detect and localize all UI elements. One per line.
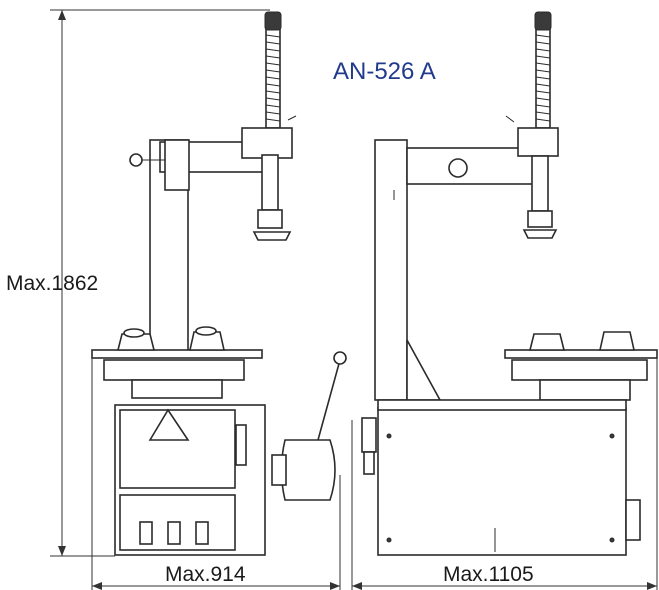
front-view [91,11,347,556]
height-dimension-label: Max.1862 [6,272,99,295]
dimension-lines [50,9,658,590]
depth-dimension-label: Max.1105 [443,563,534,586]
width-dimension-label: Max.914 [165,563,246,586]
model-title: AN-526 A [333,58,436,85]
side-view [361,11,658,556]
